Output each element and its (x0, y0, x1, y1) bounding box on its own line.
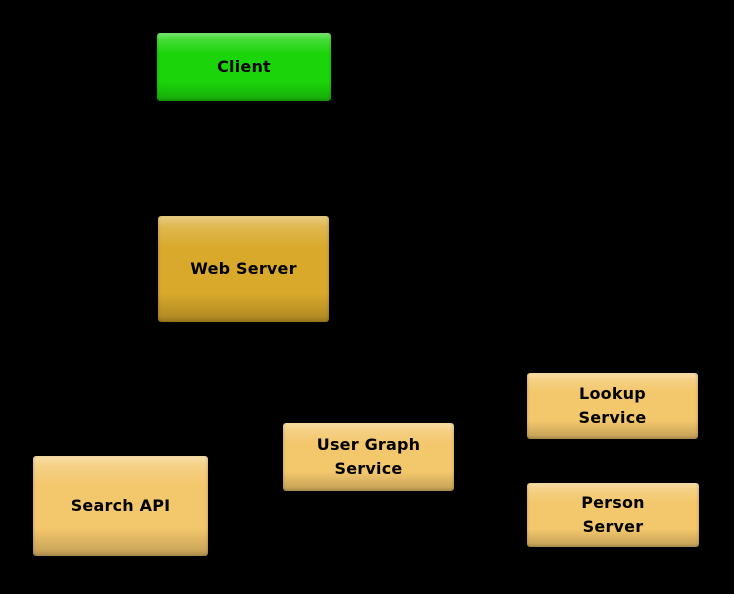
node-user-graph-service-label: User Graph Service (316, 435, 421, 478)
node-client-label: Client (217, 57, 271, 76)
node-search-api: Search API (33, 456, 208, 556)
node-lookup-service-label: Lookup Service (578, 384, 647, 427)
node-web-server-label: Web Server (190, 259, 297, 278)
node-search-api-label: Search API (70, 496, 171, 515)
node-web-server: Web Server (158, 216, 329, 322)
node-client: Client (157, 33, 331, 101)
node-person-server-label: Person Server (581, 493, 645, 536)
node-person-server: Person Server (527, 483, 699, 547)
node-lookup-service: Lookup Service (527, 373, 698, 439)
node-user-graph-service: User Graph Service (283, 423, 454, 491)
